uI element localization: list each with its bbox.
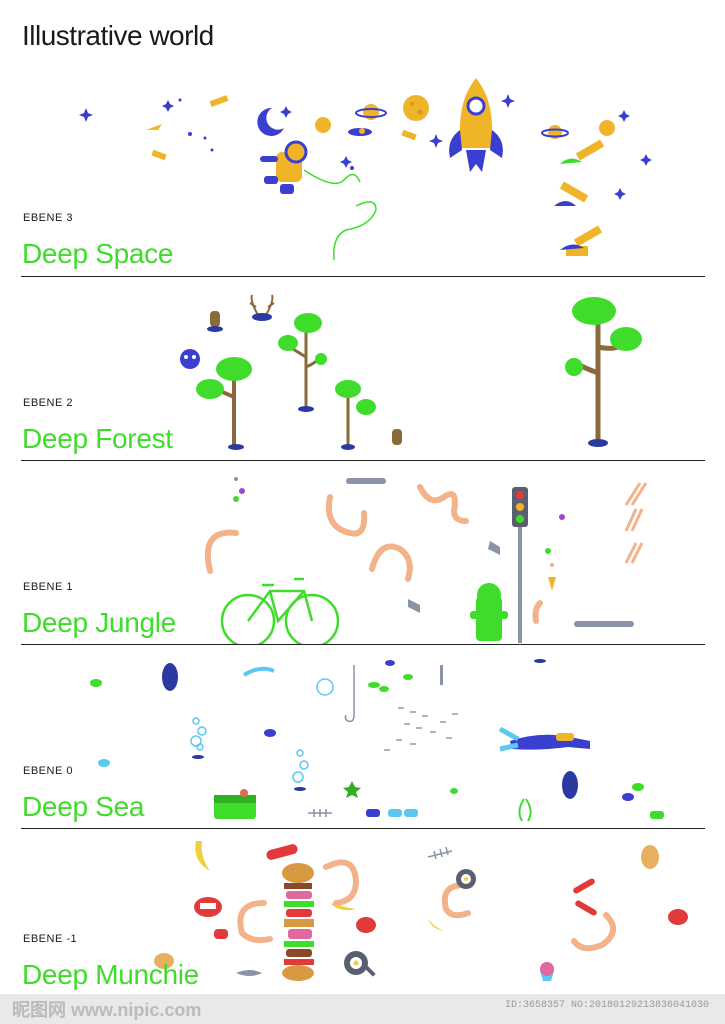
bicycle-icon bbox=[220, 577, 340, 645]
pan-icon bbox=[456, 869, 476, 889]
section-level: EBENE -1 bbox=[23, 933, 78, 945]
saturn-icon bbox=[541, 125, 569, 139]
star-icon bbox=[340, 156, 352, 168]
section-deep-space: EBENE 3 Deep Space bbox=[0, 60, 725, 277]
section-name: Deep Jungle bbox=[22, 607, 176, 638]
starfish-icon bbox=[343, 781, 361, 798]
section-level: EBENE 3 bbox=[23, 212, 73, 224]
cupcake-icon bbox=[540, 962, 554, 981]
section-name: Deep Munchie bbox=[22, 959, 199, 990]
star-icon bbox=[618, 110, 630, 122]
treasure-chest-icon bbox=[214, 789, 256, 819]
rocket-icon bbox=[449, 78, 503, 172]
saturn-icon bbox=[355, 104, 387, 120]
planet-icon bbox=[315, 117, 331, 133]
hole-icon bbox=[162, 659, 578, 799]
star-icon bbox=[640, 154, 652, 166]
pipe-icon bbox=[346, 478, 634, 627]
tree-icon bbox=[565, 297, 642, 447]
hook-icon bbox=[344, 665, 355, 723]
submarine-icon bbox=[366, 809, 664, 819]
dot-icon bbox=[233, 477, 565, 567]
steak-icon bbox=[356, 909, 688, 933]
pipe-arm-icon bbox=[237, 859, 616, 952]
planet-icon bbox=[403, 95, 429, 121]
section-level: EBENE 1 bbox=[23, 581, 73, 593]
diver-icon bbox=[498, 726, 590, 752]
fish-school-icon bbox=[384, 707, 458, 751]
section-name: Deep Forest bbox=[22, 423, 173, 454]
fish-icon bbox=[236, 970, 262, 976]
fish-bone-icon bbox=[308, 809, 332, 817]
section-divider bbox=[21, 644, 705, 645]
section-divider bbox=[21, 828, 705, 829]
star-icon bbox=[501, 94, 515, 108]
ladder-icon bbox=[624, 482, 648, 564]
mole-icon bbox=[392, 429, 402, 445]
squirrel-icon bbox=[207, 311, 223, 332]
star-icon bbox=[79, 108, 93, 122]
pan-icon bbox=[344, 951, 376, 977]
section-deep-forest: EBENE 2 Deep Forest bbox=[0, 277, 725, 461]
star-icon bbox=[614, 188, 626, 200]
section-deep-sea: EBENE 0 Deep Sea bbox=[0, 645, 725, 829]
spaceship-icon bbox=[348, 128, 372, 136]
star-icon bbox=[162, 100, 174, 112]
satellite-icon bbox=[151, 95, 417, 161]
tree-icon bbox=[278, 313, 327, 412]
page-title: Illustrative world bbox=[22, 20, 214, 51]
mouth-icon bbox=[194, 897, 222, 917]
section-deep-jungle: EBENE 1 Deep Jungle bbox=[0, 461, 725, 645]
burger-stack-icon bbox=[282, 863, 314, 981]
star-icon bbox=[280, 106, 292, 118]
comet-icon bbox=[146, 124, 162, 130]
ice-cream-icon bbox=[548, 577, 556, 591]
pole-icon bbox=[440, 665, 443, 685]
moon-icon bbox=[257, 107, 284, 136]
traffic-light-icon bbox=[512, 487, 528, 643]
chicken-leg-icon bbox=[154, 845, 659, 969]
watermark-id: ID:3658357 NO:20180129213836041030 bbox=[504, 1000, 709, 1011]
tree-icon bbox=[196, 357, 252, 450]
cable-icon bbox=[333, 201, 377, 261]
watermark-logo: 昵图网 www.nipic.com bbox=[12, 1000, 202, 1020]
satellite-ladder-icon bbox=[554, 139, 605, 256]
watermark-bar bbox=[0, 994, 725, 1024]
pipe-arm-icon bbox=[204, 484, 543, 624]
owl-icon bbox=[180, 349, 200, 369]
banana-icon bbox=[195, 841, 444, 931]
section-name: Deep Space bbox=[22, 238, 174, 269]
fish-icon bbox=[90, 674, 644, 794]
section-divider bbox=[21, 276, 705, 277]
section-name: Deep Sea bbox=[22, 791, 145, 822]
section-divider bbox=[21, 460, 705, 461]
antlers-icon bbox=[249, 294, 275, 321]
hydrant-icon bbox=[470, 583, 508, 641]
fish-bone-icon bbox=[427, 846, 453, 860]
bubbles-icon bbox=[190, 678, 334, 783]
candy-icon bbox=[214, 929, 228, 939]
seaweed-icon bbox=[518, 798, 532, 822]
section-level: EBENE 2 bbox=[23, 397, 73, 409]
astronaut-icon bbox=[260, 140, 361, 194]
planet-icon bbox=[599, 120, 615, 136]
star-icon bbox=[429, 134, 443, 148]
section-level: EBENE 0 bbox=[23, 765, 73, 777]
eel-icon bbox=[242, 666, 275, 677]
section-deep-munchie: EBENE -1 Deep Munchie bbox=[0, 829, 725, 999]
sausage-icon bbox=[266, 844, 597, 916]
fish-icon bbox=[98, 660, 634, 801]
tree-icon bbox=[335, 380, 376, 450]
